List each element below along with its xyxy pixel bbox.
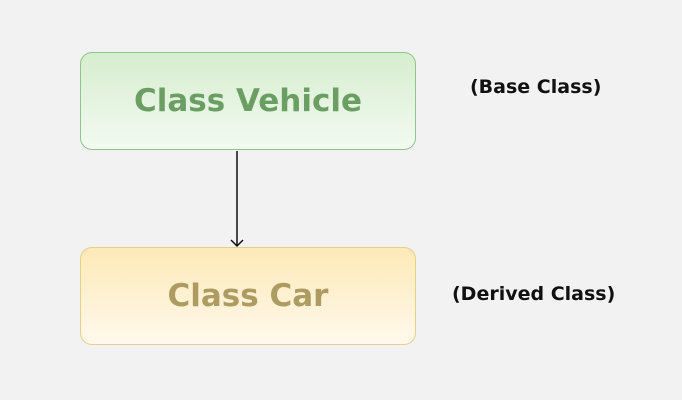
derived-class-role-label: (Derived Class) <box>452 283 616 305</box>
base-class-role-label: (Base Class) <box>470 76 602 98</box>
derived-class-label: Class Car <box>167 278 329 314</box>
derived-class-node: Class Car <box>80 247 416 345</box>
base-class-node: Class Vehicle <box>80 52 416 150</box>
base-class-label: Class Vehicle <box>133 83 363 119</box>
arrow-head <box>230 239 244 248</box>
